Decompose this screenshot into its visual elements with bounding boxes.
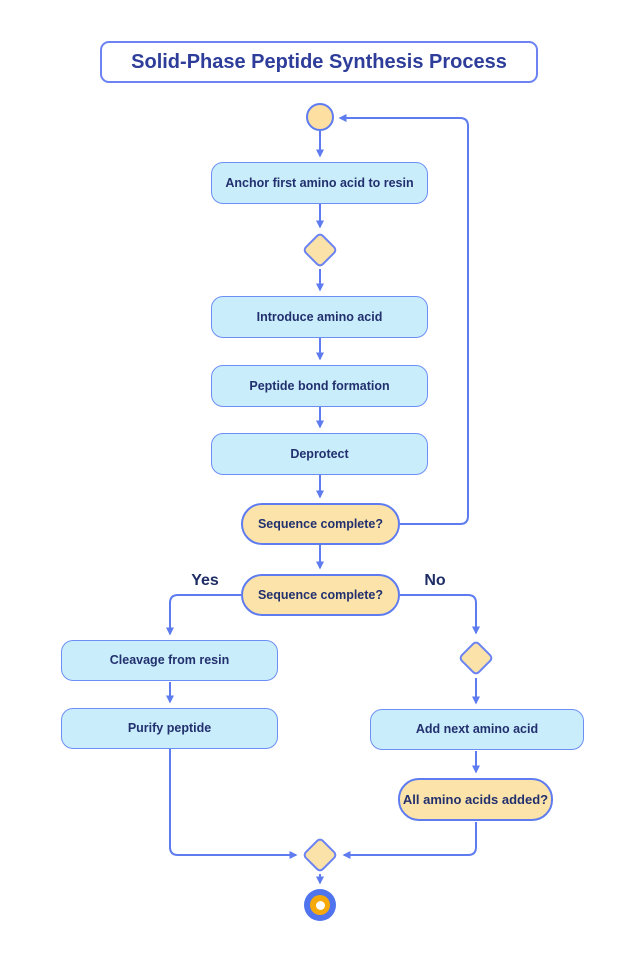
end-node-core — [315, 900, 325, 910]
branch-label-yes: Yes — [191, 572, 219, 589]
decision-diamond-top — [301, 231, 339, 269]
process-deprotect: Deprotect — [211, 433, 428, 475]
end-node — [304, 889, 336, 921]
decision-sequence-complete-1: Sequence complete? — [241, 503, 400, 545]
decision-sequence-complete-2: Sequence complete? — [241, 574, 400, 616]
diagram-title: Solid-Phase Peptide Synthesis Process — [100, 41, 538, 83]
process-peptide-bond-formation: Peptide bond formation — [211, 365, 428, 407]
process-purify-peptide: Purify peptide — [61, 708, 278, 749]
process-cleavage-from-resin: Cleavage from resin — [61, 640, 278, 681]
process-add-next-amino-acid: Add next amino acid — [370, 709, 584, 750]
merge-diamond — [301, 836, 339, 874]
start-node — [306, 103, 334, 131]
end-node-inner-ring — [310, 895, 330, 915]
process-anchor-amino-acid: Anchor first amino acid to resin — [211, 162, 428, 204]
process-introduce-amino-acid: Introduce amino acid — [211, 296, 428, 338]
decision-all-amino-acids-added: All amino acids added? — [398, 778, 553, 821]
branch-label-no: No — [424, 572, 446, 589]
decision-diamond-right — [457, 639, 495, 677]
